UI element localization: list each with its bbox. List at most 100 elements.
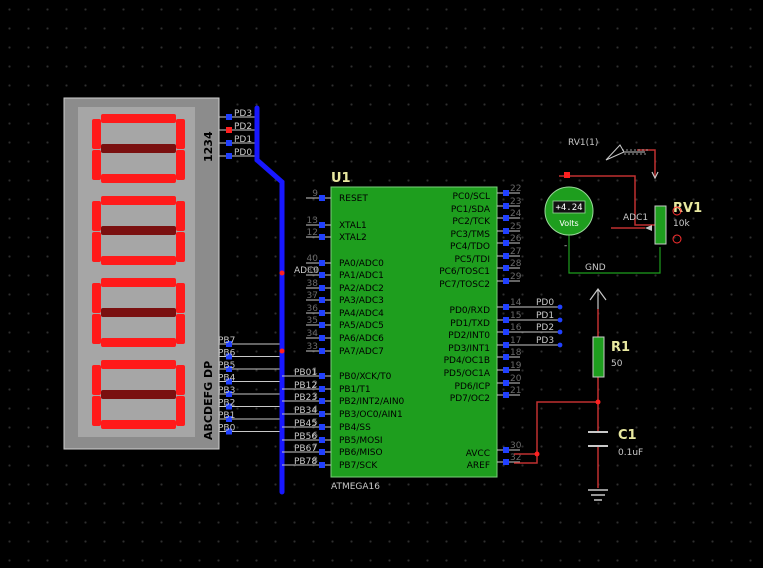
segment-b <box>176 365 185 395</box>
bus-net-label: ADC0 <box>294 266 319 276</box>
chip-reference: U1 <box>331 171 351 186</box>
pin-number: 16 <box>510 323 522 333</box>
segment-f <box>92 201 101 231</box>
pin-name: PA3/ADC3 <box>339 296 384 306</box>
pin-number: 9 <box>312 189 318 199</box>
wires[interactable] <box>514 149 660 488</box>
pin-name: PC7/TOSC2 <box>439 280 490 290</box>
display-segment-net: PB7 <box>218 336 235 346</box>
segment-e <box>92 232 101 262</box>
voltmeter-reading: +4.24 <box>555 203 582 213</box>
pin-number: 24 <box>510 209 522 219</box>
pin-number: 29 <box>510 272 522 282</box>
pin-number: 21 <box>510 386 521 396</box>
pin-number: 15 <box>510 311 521 321</box>
rv1-wiper-net: ADC1 <box>623 213 648 223</box>
segment-g <box>101 390 176 399</box>
pin-name: PA7/ADC7 <box>339 347 384 357</box>
pin-name: XTAL1 <box>339 221 367 231</box>
pin-number: 22 <box>510 184 521 194</box>
mcu-right-net: PD2 <box>536 323 554 333</box>
segment-e <box>92 150 101 180</box>
display-segment-net: PB4 <box>218 374 236 384</box>
digit-2 <box>92 196 185 265</box>
mcu-left-net: PB45 <box>294 419 317 429</box>
pin-number: 32 <box>510 453 521 463</box>
pin-name: PA0/ADC0 <box>339 259 384 269</box>
pin-name: PC4/TDO <box>450 242 490 252</box>
mcu-left-net: PB01 <box>294 368 317 378</box>
gnd-wires <box>568 235 661 274</box>
resistor-r1[interactable]: R1 50 <box>592 336 630 378</box>
r1-value: 50 <box>611 359 623 369</box>
pin-number: 1 <box>312 367 318 377</box>
rv1-gnd-label: GND <box>585 263 606 273</box>
segment-c <box>176 396 185 426</box>
pin-name: PD4/OC1B <box>444 356 490 366</box>
digit-1 <box>92 114 185 183</box>
pin-name: PD0/RXD <box>450 306 491 316</box>
segment-g <box>101 226 176 235</box>
capacitor-c1[interactable]: C1 0.1uF <box>588 428 643 458</box>
display-common-net: PD1 <box>234 135 252 145</box>
pin-name: PD1/TXD <box>450 319 490 329</box>
pin-number: 30 <box>510 441 522 451</box>
seven-segment-display[interactable]: 1234 ABCDEFG DP PD3PD2PD1PD0PB7PB6PB5PB4… <box>63 97 285 450</box>
mcu-right-net: PD0 <box>536 298 554 308</box>
rv1-inc-icon[interactable] <box>672 206 682 216</box>
rv1-dec-icon[interactable] <box>672 234 682 244</box>
power-terminal-icon[interactable] <box>589 287 607 309</box>
mcu-left-net: PB34 <box>294 406 317 416</box>
pin-number: 3 <box>312 392 318 402</box>
segment-a <box>101 278 176 287</box>
pin-name: PB0/XCK/T0 <box>339 372 392 382</box>
display-segment-net: PB5 <box>218 361 235 371</box>
display-segment-net: PB2 <box>218 399 235 409</box>
display-segment-net: PB0 <box>218 424 236 434</box>
pin-name: PD5/OC1A <box>444 369 491 379</box>
voltmeter[interactable]: +4.24 Volts - <box>544 172 594 251</box>
pin-name: PD3/INT1 <box>448 344 490 354</box>
c1-value: 0.1uF <box>618 448 643 458</box>
pin-name: PB2/INT2/AIN0 <box>339 397 405 407</box>
segment-f <box>92 365 101 395</box>
segment-g <box>101 308 176 317</box>
pin-name: PC1/SDA <box>451 205 491 215</box>
pin-number: 14 <box>510 298 522 308</box>
pin-number: 23 <box>510 197 521 207</box>
pin-name: PC3/TMS <box>451 230 491 240</box>
display-segment-net: PB3 <box>218 386 235 396</box>
voltmeter-unit: Volts <box>559 219 578 228</box>
pin-name: XTAL2 <box>339 233 367 243</box>
pin-name: PB4/SS <box>339 423 371 433</box>
rv1-value: 10k <box>673 219 690 229</box>
pin-number: 40 <box>307 254 319 264</box>
r1-reference: R1 <box>611 340 630 355</box>
pin-number: 4 <box>312 405 318 415</box>
pin-number: 8 <box>312 456 318 466</box>
pin-name: AREF <box>467 461 490 471</box>
bus-line[interactable] <box>254 105 285 495</box>
pin-number: 35 <box>307 316 318 326</box>
voltage-probe-icon <box>605 144 645 161</box>
display-segment-net: PB6 <box>218 349 236 359</box>
pin-number: 13 <box>307 216 318 226</box>
segment-a <box>101 114 176 123</box>
pin-name: PA4/ADC4 <box>339 309 384 319</box>
pin-number: 27 <box>510 247 521 257</box>
pin-name: PB1/T1 <box>339 385 371 395</box>
pin-name: PB5/MOSI <box>339 436 383 446</box>
pin-name: PA6/ADC6 <box>339 334 384 344</box>
potentiometer-rv1[interactable]: RV1 10k ADC1 GND RV1(1) <box>568 138 702 273</box>
pin-number: 33 <box>307 342 318 352</box>
pin-number: 26 <box>510 234 522 244</box>
pin-name: PC6/TOSC1 <box>439 267 490 277</box>
segment-c <box>176 232 185 262</box>
pin-number: 19 <box>510 361 522 371</box>
pin-name: PA5/ADC5 <box>339 321 384 331</box>
mcu-right-net: PD3 <box>536 336 554 346</box>
segment-c <box>176 150 185 180</box>
pin-number: 12 <box>307 228 318 238</box>
